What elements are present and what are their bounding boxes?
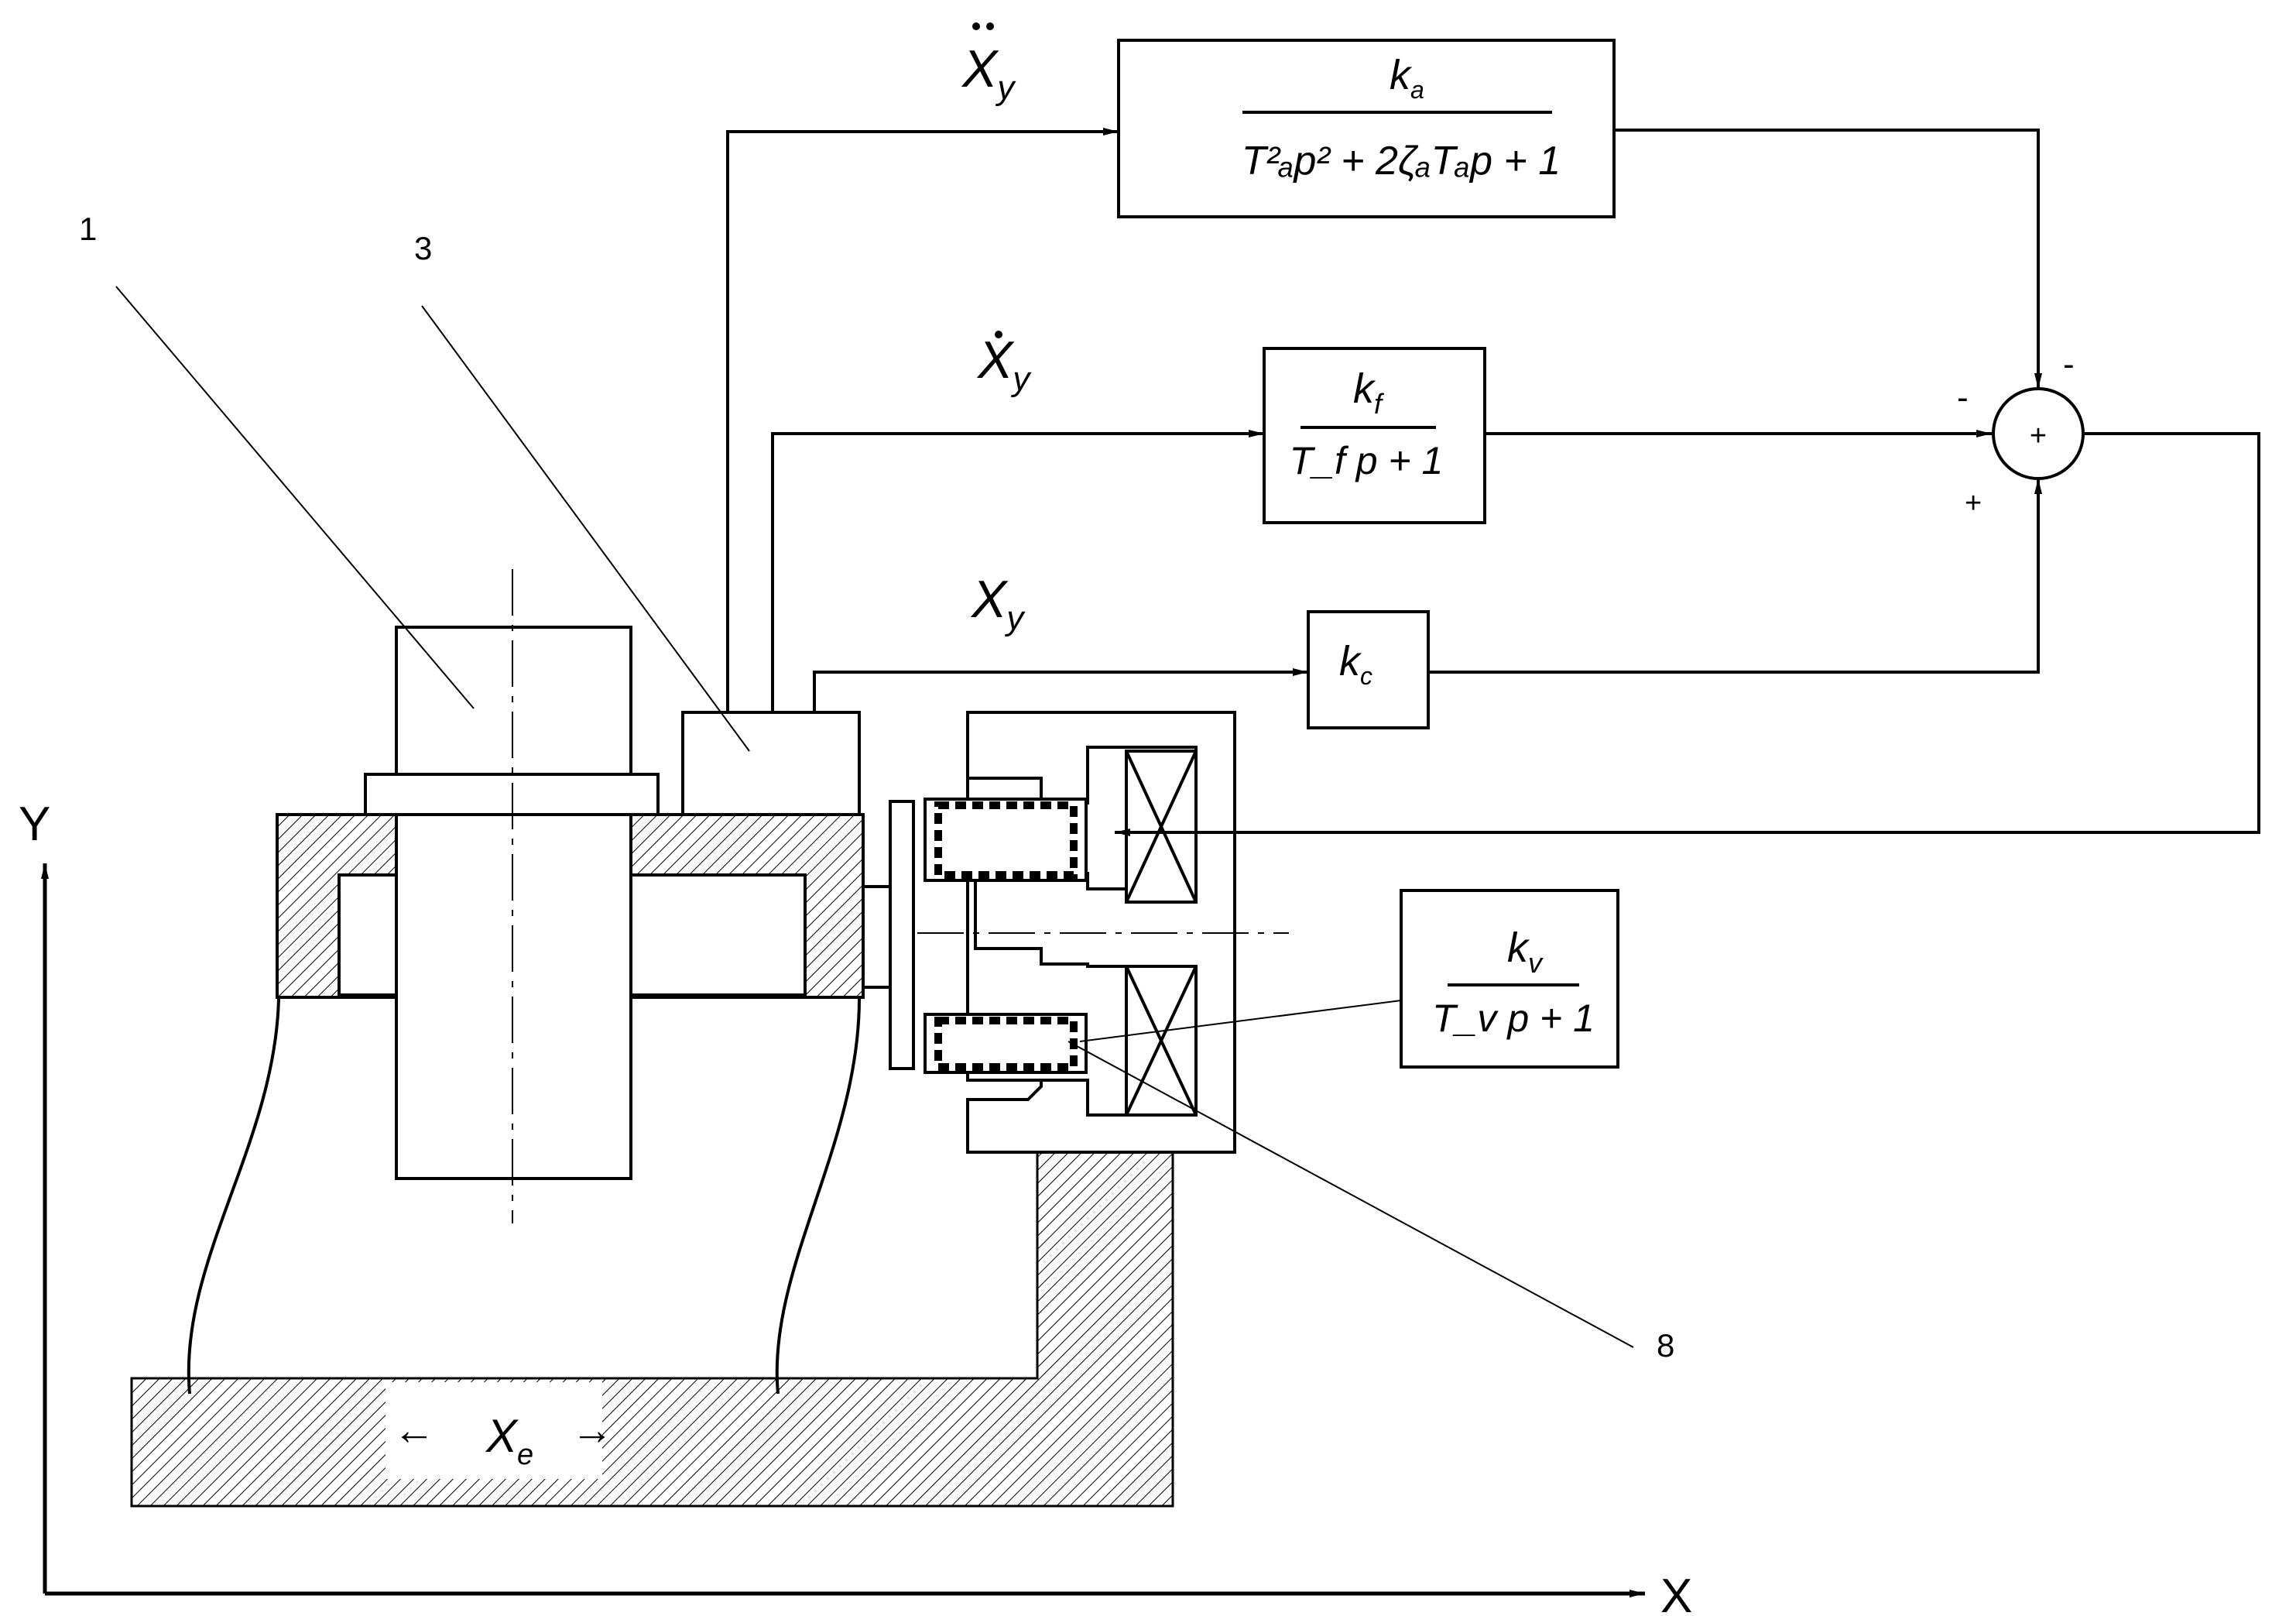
callout-1-label: 1: [79, 211, 97, 247]
valve-gain: kv: [1507, 925, 1544, 979]
sum-to-actuator-line: [1115, 432, 2260, 836]
summing-junction: + - - +: [1957, 345, 2085, 520]
electromagnetic-actuator: [862, 711, 1289, 1154]
accel-dot-1: [972, 22, 980, 30]
accel-dot-2: [986, 22, 994, 30]
accel-transfer-block: ka T²ₐp² + 2ζₐTₐp + 1: [1117, 39, 1616, 218]
coordinate-axes: Y X: [19, 798, 1692, 1616]
sum-sign-left: -: [1957, 379, 1969, 417]
excitation-label-box: [386, 1382, 602, 1479]
machine-base: ← Xe →: [130, 1151, 1174, 1508]
vel-dot: [995, 331, 1002, 338]
valve-leader: [1079, 1000, 1402, 1042]
left-flexible-support: [187, 998, 280, 1395]
pos-signal-line: [813, 668, 1308, 712]
payload-body: [364, 569, 660, 1223]
right-arrow-glyph: →: [571, 1407, 613, 1453]
sensor-body: [681, 711, 861, 816]
accel-denominator: T²ₐp² + 2ζₐTₐp + 1: [1242, 139, 1561, 184]
valve-transfer-block: kv T_v p + 1: [1400, 889, 1619, 1069]
accel-signal-line: [726, 128, 1119, 712]
left-arrow-glyph: ←: [393, 1407, 435, 1453]
sum-sign-top: -: [2063, 345, 2075, 383]
pos-gain-block: kc: [1307, 610, 1430, 729]
callout-8-label: 8: [1657, 1327, 1674, 1364]
vel-transfer-block: kf T_f p + 1: [1263, 347, 1486, 524]
vel-signal-line: [771, 430, 1264, 712]
accel-signal-label: Xy: [961, 39, 1016, 107]
x-axis-label: X: [1660, 1570, 1692, 1616]
vel-signal-label: Xy: [976, 331, 1032, 398]
ground-displacement-label: Xe: [485, 1410, 533, 1471]
y-axis-label: Y: [19, 798, 50, 851]
valve-denominator: T_v p + 1: [1432, 997, 1595, 1040]
pos-to-sum-line: [1428, 479, 2042, 674]
accel-to-sum-line: [1614, 129, 2042, 389]
pos-signal-label: Xy: [970, 570, 1026, 637]
accel-gain: ka: [1390, 52, 1424, 104]
pos-gain: kc: [1339, 638, 1372, 690]
callout-1-leader: [115, 286, 475, 709]
sum-symbol: +: [2030, 420, 2047, 452]
vel-gain: kf: [1353, 365, 1385, 420]
callout-3-label: 3: [414, 230, 432, 266]
vel-denominator: T_f p + 1: [1290, 439, 1444, 482]
callout-3-leader: [421, 305, 750, 752]
sum-sign-bottom: +: [1965, 487, 1982, 520]
right-flexible-support: [775, 998, 861, 1395]
callout-8-leader: [1067, 1041, 1634, 1348]
